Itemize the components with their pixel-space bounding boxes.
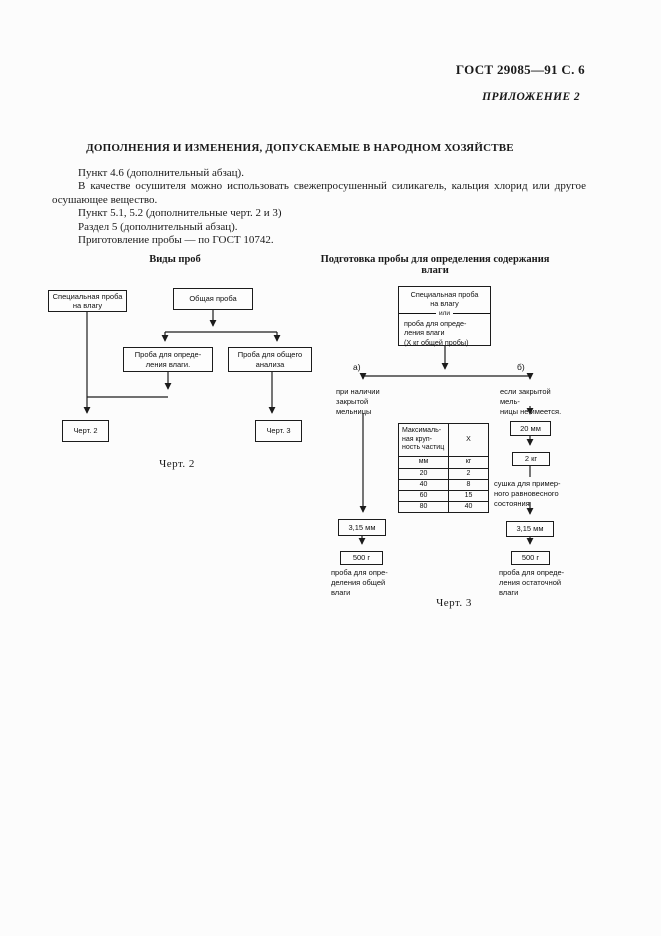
document-title: ДОПОЛНЕНИЯ И ИЗМЕНЕНИЯ, ДОПУСКАЕМЫЕ В НА… [86, 142, 514, 154]
source-sample-lower: проба для опреде- ления влаги (Х кг обще… [404, 318, 469, 347]
flow-box-general-analysis-sample: Проба для общего анализа [228, 347, 312, 372]
source-sample-upper: Специальная проба на влагу [410, 290, 479, 309]
branch-b-label: б) [517, 362, 525, 372]
flow-box-sieve-315-left: 3,15 мм [338, 519, 386, 536]
paragraph: Приготовление пробы — по ГОСТ 10742. [78, 234, 274, 247]
branch-a-note: при наличии закрытой мельницы [336, 387, 380, 416]
mass-value: 8 [448, 479, 489, 491]
paragraph: В качестве осушителя можно использовать … [52, 180, 586, 206]
flow-box-500g-right: 500 г [511, 551, 550, 565]
divider-line [399, 312, 436, 314]
drying-note: сушка для пример- ного равновесного сост… [494, 479, 561, 508]
table-row: 60 15 [398, 490, 489, 502]
flow-box-20mm: 20 мм [510, 421, 551, 436]
section-heading-sample-types: Виды проб [149, 254, 201, 265]
flow-line-group [83, 310, 534, 545]
flow-box-fig3-ref: Черт. 3 [255, 420, 302, 442]
body-text: Пункт 4.6 (дополнительный абзац). В каче… [52, 167, 586, 247]
table-header-size: Максималь- ная круп- ность частиц [398, 423, 449, 457]
branch-b-note: если закрытой мель- ницы не имеется. [500, 387, 562, 416]
size-value: 80 [398, 501, 449, 513]
divider-line [453, 312, 490, 314]
standard-number: ГОСТ 29085—91 С. 6 [455, 62, 585, 77]
table-header-x: Х [448, 423, 489, 457]
unit-mm: мм [398, 456, 449, 469]
flow-box-sieve-315-right: 3,15 мм [506, 521, 554, 537]
total-moisture-note: проба для опре- деления общей влаги [331, 568, 388, 597]
residual-moisture-note: проба для опреде- ления остаточной влаги [499, 568, 565, 597]
flow-box-2kg: 2 кг [512, 452, 550, 466]
size-value: 40 [398, 479, 449, 491]
or-label: или [438, 309, 451, 317]
paragraph: Пункт 5.1, 5.2 (дополнительные черт. 2 и… [78, 207, 282, 220]
mass-value: 2 [448, 468, 489, 480]
flow-box-source-sample: Специальная проба на влагу или проба для… [398, 286, 491, 347]
mass-value: 15 [448, 490, 489, 502]
particle-size-mass-table: Максималь- ная круп- ность частиц Х мм к… [398, 423, 489, 513]
branch-a-label: а) [353, 362, 361, 372]
size-value: 60 [398, 490, 449, 502]
flow-box-common-sample: Общая проба [173, 288, 253, 310]
section-heading-sample-preparation: Подготовка пробы для определения содержа… [320, 254, 550, 276]
or-divider: или [399, 310, 490, 317]
flow-box-fig2-ref: Черт. 2 [62, 420, 109, 442]
figure2-caption: Черт. 2 [159, 458, 195, 470]
table-row: 40 8 [398, 479, 489, 491]
flow-box-moisture-sample: Проба для опреде- ления влаги. [123, 347, 213, 372]
figure3-caption: Черт. 3 [436, 597, 472, 609]
mass-value: 40 [448, 501, 489, 513]
size-value: 20 [398, 468, 449, 480]
unit-kg: кг [448, 456, 489, 469]
table-units-row: мм кг [398, 456, 489, 469]
flow-box-500g-left: 500 г [340, 551, 383, 565]
table-row: 80 40 [398, 501, 489, 513]
paragraph: Раздел 5 (дополнительный абзац). [78, 220, 238, 233]
appendix-label: ПРИЛОЖЕНИЕ 2 [482, 91, 580, 103]
table-row: 20 2 [398, 468, 489, 480]
table-header-row: Максималь- ная круп- ность частиц Х [398, 423, 489, 457]
paragraph: Пункт 4.6 (дополнительный абзац). [78, 167, 244, 179]
flow-box-special-sample: Специальная проба на влагу [48, 290, 127, 312]
